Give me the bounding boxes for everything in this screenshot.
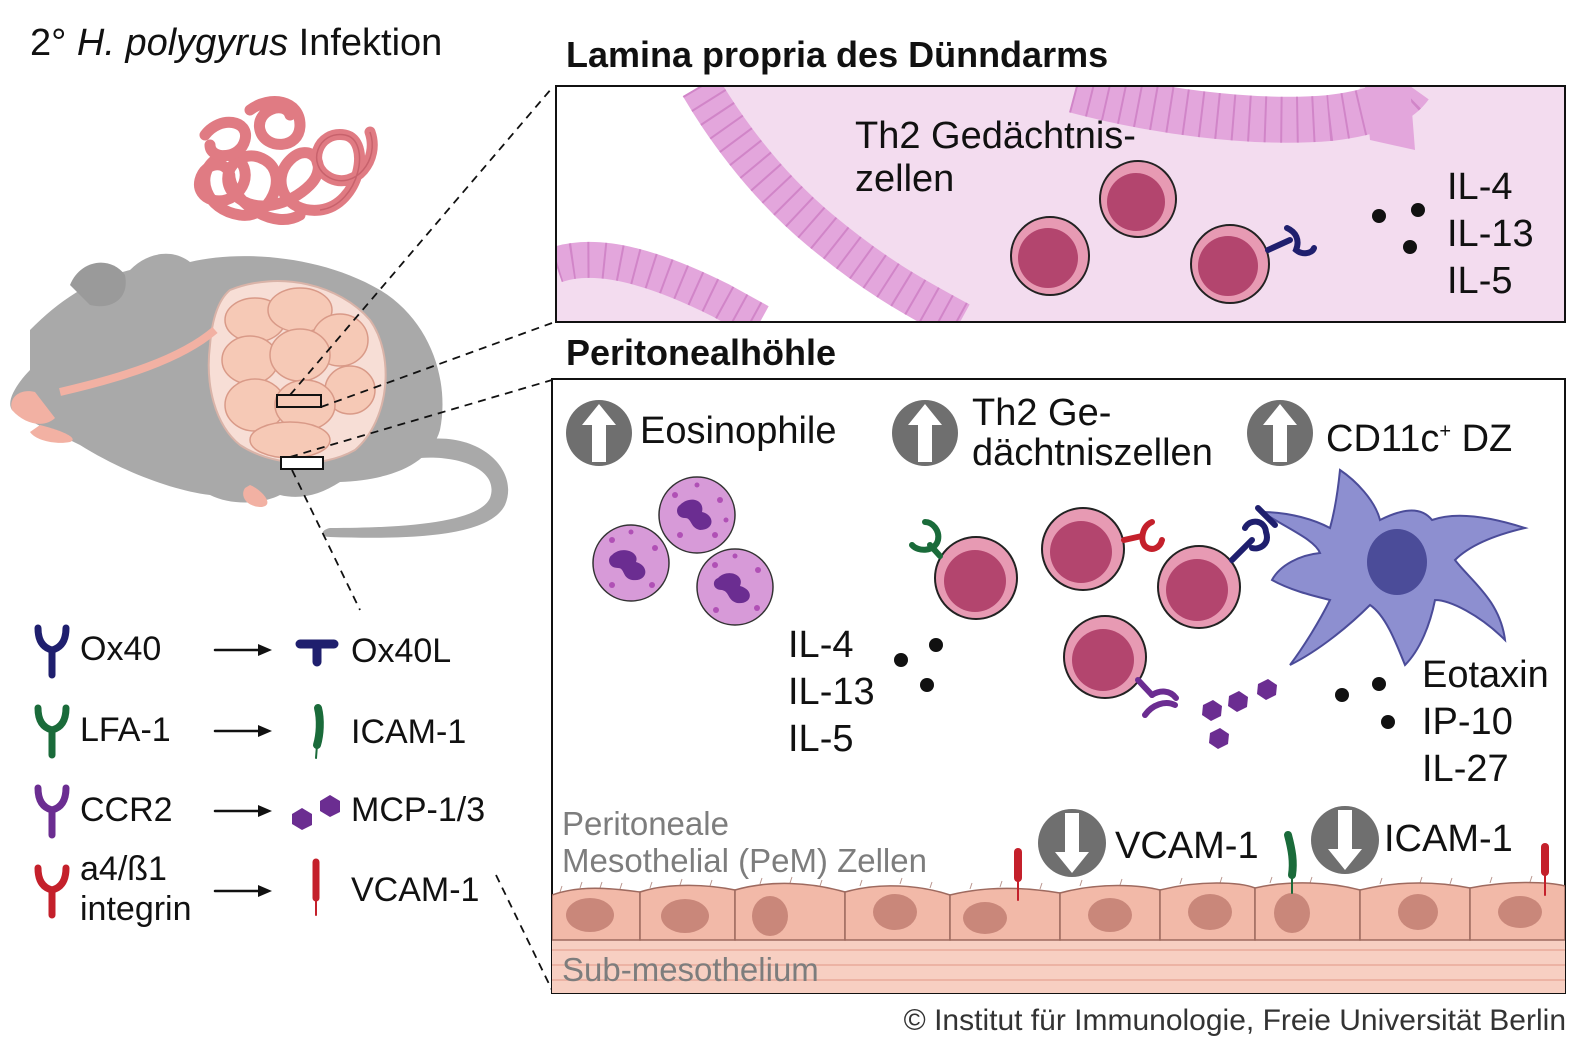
ccr2-receptor-icon xyxy=(1135,677,1179,718)
down-arrow-icon xyxy=(1311,806,1379,874)
up-arrow-icon xyxy=(566,400,632,466)
legend-ligand-mcp: MCP-1/3 xyxy=(351,791,486,829)
th2-cell xyxy=(934,536,1018,620)
th2-cell xyxy=(1041,507,1125,591)
right-cytokine: Eotaxin xyxy=(1422,654,1549,696)
mcp-ligand-icon xyxy=(1202,679,1277,749)
vcam1-ligand-icon xyxy=(1014,843,1549,901)
a4b1-integrin-icon xyxy=(1121,519,1165,552)
left-cytokine: IL-4 xyxy=(788,624,854,666)
submesothelium-label: Sub-mesothelium xyxy=(562,951,819,988)
legend-ligand-ox40l: Ox40L xyxy=(351,632,452,670)
copyright: © Institut für Immunologie, Freie Univer… xyxy=(903,1004,1566,1037)
dc-label-main: CD11c xyxy=(1326,418,1440,460)
up-arrow-icon xyxy=(1247,400,1313,466)
worm-icon xyxy=(194,96,378,225)
dendritic-cell xyxy=(1258,468,1529,667)
legend-receptor-ccr2: CCR2 xyxy=(80,791,173,829)
title-prefix: 2° xyxy=(30,22,77,64)
eosinophil xyxy=(696,548,774,626)
th2-peritoneal-line1: Th2 Ge- xyxy=(972,392,1112,434)
top-cytokine: IL-4 xyxy=(1447,166,1513,208)
vcam-down-label: VCAM-1 xyxy=(1115,825,1259,867)
th2-cell xyxy=(1157,545,1241,629)
eosinophil xyxy=(592,524,670,602)
peritoneal-heading: Peritonealhöhle xyxy=(566,332,837,373)
pem-label-line2: Mesothelial (PeM) Zellen xyxy=(562,842,927,879)
pem-label-line1: Peritoneale xyxy=(562,805,729,842)
th2-cell xyxy=(1063,615,1147,699)
th2-cell xyxy=(1190,224,1270,304)
legend-ligand-icam1: ICAM-1 xyxy=(351,713,467,751)
peritoneal-panel xyxy=(551,378,1566,994)
left-cytokine: IL-5 xyxy=(788,718,854,760)
legend-receptor-a4b1-line2: integrin xyxy=(80,890,192,928)
top-cytokine: IL-13 xyxy=(1447,213,1534,255)
ox40l-ligand-icon xyxy=(1229,505,1278,563)
legend-receptor-ox40: Ox40 xyxy=(80,630,162,668)
th2-cell xyxy=(1099,160,1177,238)
mouse-icon xyxy=(10,253,509,538)
title-suffix: Infektion xyxy=(288,22,443,64)
eosinophil xyxy=(658,476,736,554)
up-arrow-icon xyxy=(892,400,958,466)
lfa1-receptor-icon xyxy=(909,519,943,559)
icam-down-label: ICAM-1 xyxy=(1384,818,1513,860)
th2-peritoneal-line2: dächtniszellen xyxy=(972,432,1213,474)
th2-cell xyxy=(1010,216,1090,296)
dc-label-suffix: DZ xyxy=(1451,418,1513,460)
th2-label-line2: zellen xyxy=(855,158,955,200)
legend-receptor-lfa1: LFA-1 xyxy=(80,711,171,749)
figure-title: 2° H. polygyrus Infektion xyxy=(30,22,442,65)
lamina-propria-heading: Lamina propria des Dünndarms xyxy=(566,34,1109,75)
dc-label-sup: + xyxy=(1439,420,1452,443)
title-species: H. polygyrus xyxy=(76,22,289,64)
legend-receptor-a4b1-line1: a4/ß1 xyxy=(80,850,167,888)
lamina-propria-panel xyxy=(555,85,1566,323)
legend-ligand-vcam1: VCAM-1 xyxy=(351,871,480,909)
left-cytokine: IL-13 xyxy=(788,671,875,713)
legend-icons xyxy=(34,624,340,919)
right-cytokine: IP-10 xyxy=(1422,701,1513,743)
ox40-receptor-icon xyxy=(1265,225,1317,257)
right-cytokine: IL-27 xyxy=(1422,748,1509,790)
dc-label: CD11c+ DZ xyxy=(1326,418,1512,461)
down-arrow-icon xyxy=(1038,809,1106,877)
worm-outline xyxy=(315,131,373,211)
top-cytokine: IL-5 xyxy=(1447,260,1513,302)
th2-label-line1: Th2 Gedächtnis- xyxy=(855,115,1136,157)
icam1-ligand-icon xyxy=(1284,831,1297,894)
zoom-lines xyxy=(289,87,553,991)
eosinophils-label: Eosinophile xyxy=(640,410,837,452)
cytokine-dots xyxy=(1372,203,1425,254)
cytokine-dots xyxy=(894,638,1395,729)
